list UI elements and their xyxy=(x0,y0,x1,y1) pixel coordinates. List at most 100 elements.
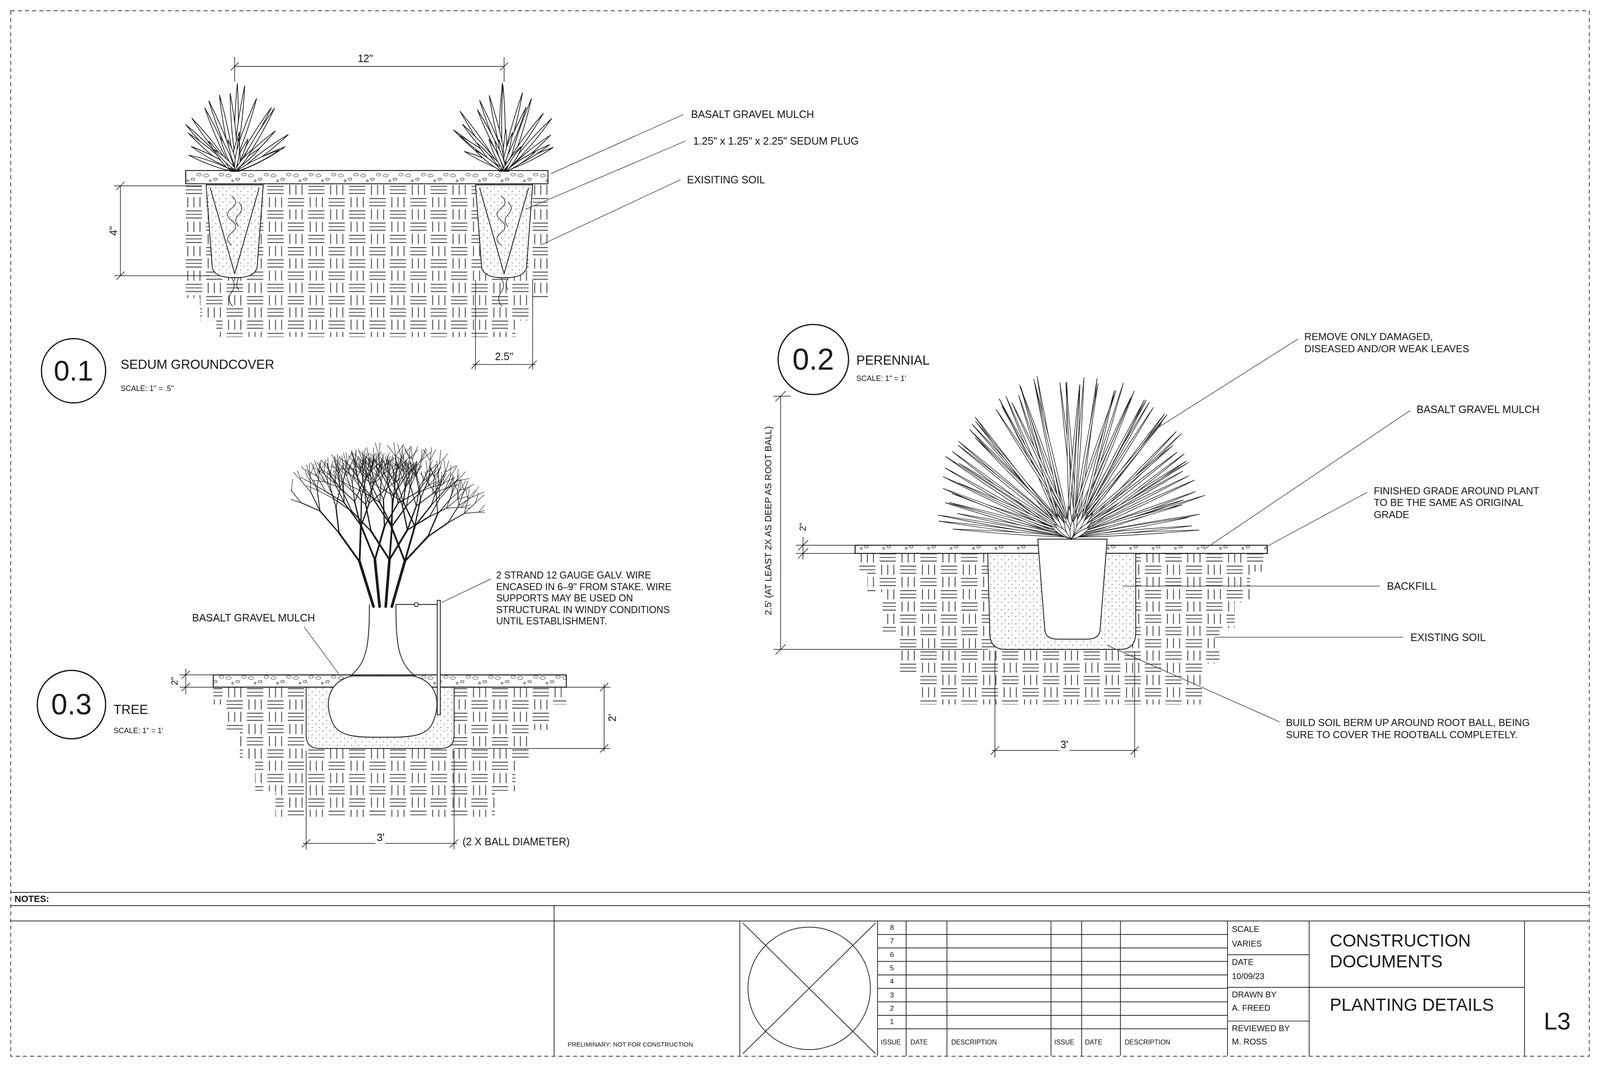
tree-branches xyxy=(366,447,370,460)
tree-branches xyxy=(362,462,369,479)
annotation-label: BACKFILL xyxy=(1385,579,1438,593)
tree-branches xyxy=(438,462,442,473)
tree-branches xyxy=(330,466,344,469)
tree-branches xyxy=(397,444,401,458)
sedum-plug xyxy=(498,277,509,307)
title-block-text: 7 xyxy=(888,936,895,945)
tree-branches xyxy=(346,452,353,465)
tree-branches xyxy=(385,490,404,503)
sedum-plant xyxy=(185,82,554,172)
annotation-label: BASALT GRAVEL MULCH xyxy=(690,107,816,121)
tree-branches xyxy=(375,559,380,607)
tree-branches xyxy=(429,460,431,477)
sheet-border xyxy=(10,10,1590,1057)
annotation-label: BUILD SOIL BERM UP AROUND ROOT BALL, BEI… xyxy=(1284,716,1546,741)
title-block xyxy=(10,892,1589,1056)
tree-branches xyxy=(343,493,353,512)
root-ball xyxy=(328,675,438,738)
sedum-plug xyxy=(479,187,529,274)
tree-branches xyxy=(346,475,351,490)
leader-line xyxy=(441,578,491,603)
tree-branches xyxy=(343,465,347,476)
tree-branches xyxy=(355,462,359,480)
tree-branches xyxy=(317,489,320,511)
tree-branches xyxy=(419,448,426,463)
scale-note: SCALE: 1" = 1' xyxy=(112,726,165,736)
annotation-label: EXISITING SOIL xyxy=(685,173,767,186)
tree-branches xyxy=(359,561,374,607)
tree-branches xyxy=(422,449,430,460)
tree-branches xyxy=(457,480,460,492)
dimension-text: 12" xyxy=(356,52,375,65)
dimension-line xyxy=(454,682,611,753)
tree-branches xyxy=(310,464,315,477)
tree-branches xyxy=(439,487,450,500)
tree-branches xyxy=(457,491,459,506)
perennial-detail xyxy=(855,375,1268,705)
tree-branches xyxy=(339,487,355,502)
title-block-text: DATE xyxy=(909,1038,929,1047)
tree-branches xyxy=(305,472,312,483)
dimension-text: 3' xyxy=(1059,737,1070,751)
tree-branches xyxy=(415,505,432,526)
perennial-plant xyxy=(1070,520,1075,540)
tree-branches xyxy=(450,465,451,477)
tree-branches xyxy=(412,446,418,460)
tree-branches xyxy=(319,490,335,499)
tree-branches xyxy=(359,451,370,460)
tree-branches xyxy=(372,464,379,477)
tree-branches xyxy=(460,479,461,490)
tree-branches xyxy=(324,459,326,473)
dimension-line xyxy=(773,390,988,655)
leader-line xyxy=(304,626,339,674)
tree-branches xyxy=(391,561,405,607)
tree-branches xyxy=(450,466,457,477)
annotation-label: BASALT GRAVEL MULCH xyxy=(1415,402,1541,416)
tree-branches xyxy=(385,457,393,468)
sedum-plug xyxy=(229,277,239,307)
title-block-text: PLANTING DETAILS xyxy=(1328,993,1496,1015)
tree-branches xyxy=(383,499,385,527)
tree-branches xyxy=(359,526,361,562)
tree-branches xyxy=(436,494,438,514)
title-block-text: DATE xyxy=(1083,1038,1104,1047)
tree-branches xyxy=(373,447,374,462)
tree-branches xyxy=(420,476,430,498)
tree-branches xyxy=(419,485,429,494)
annotation-label: 2 STRAND 12 GAUGE GALV. WIRE ENCASED IN … xyxy=(495,569,694,628)
tree-branches xyxy=(319,471,325,482)
sedum-plant xyxy=(234,150,252,172)
tree-branches xyxy=(375,442,380,457)
leader-line xyxy=(1265,492,1368,548)
tree-branches xyxy=(405,471,412,485)
sedum-plug xyxy=(206,184,264,278)
tree-branches xyxy=(301,480,311,492)
tree-branches xyxy=(437,471,446,486)
tree-branches xyxy=(345,452,348,465)
detail-title: SEDUM GROUNDCOVER xyxy=(120,357,275,373)
title-block-text: NOTES: xyxy=(13,893,51,905)
title-block-text: 4 xyxy=(888,977,895,986)
tree-branches xyxy=(443,459,446,472)
tree-branches xyxy=(431,468,436,480)
tree-branches xyxy=(457,478,470,481)
tree-branches xyxy=(291,490,301,503)
sedum-detail xyxy=(185,82,554,337)
tree-branches xyxy=(446,507,461,508)
title-block-text: DESCRIPTION xyxy=(950,1038,998,1047)
dimension-line xyxy=(179,668,610,850)
tree-branches xyxy=(392,456,393,468)
dimension-line xyxy=(471,279,537,370)
tree-branches xyxy=(343,468,358,480)
sedum-plug xyxy=(210,187,260,274)
title-block-text: 1 xyxy=(888,1017,895,1026)
tree-branches xyxy=(391,525,405,561)
tree-branches xyxy=(458,496,473,506)
leader-line xyxy=(550,114,684,174)
tree-branches xyxy=(320,510,339,533)
tree-branches xyxy=(385,474,395,488)
tree-branches xyxy=(360,525,375,560)
tree-branches xyxy=(357,465,369,478)
tree-branches xyxy=(373,499,391,526)
